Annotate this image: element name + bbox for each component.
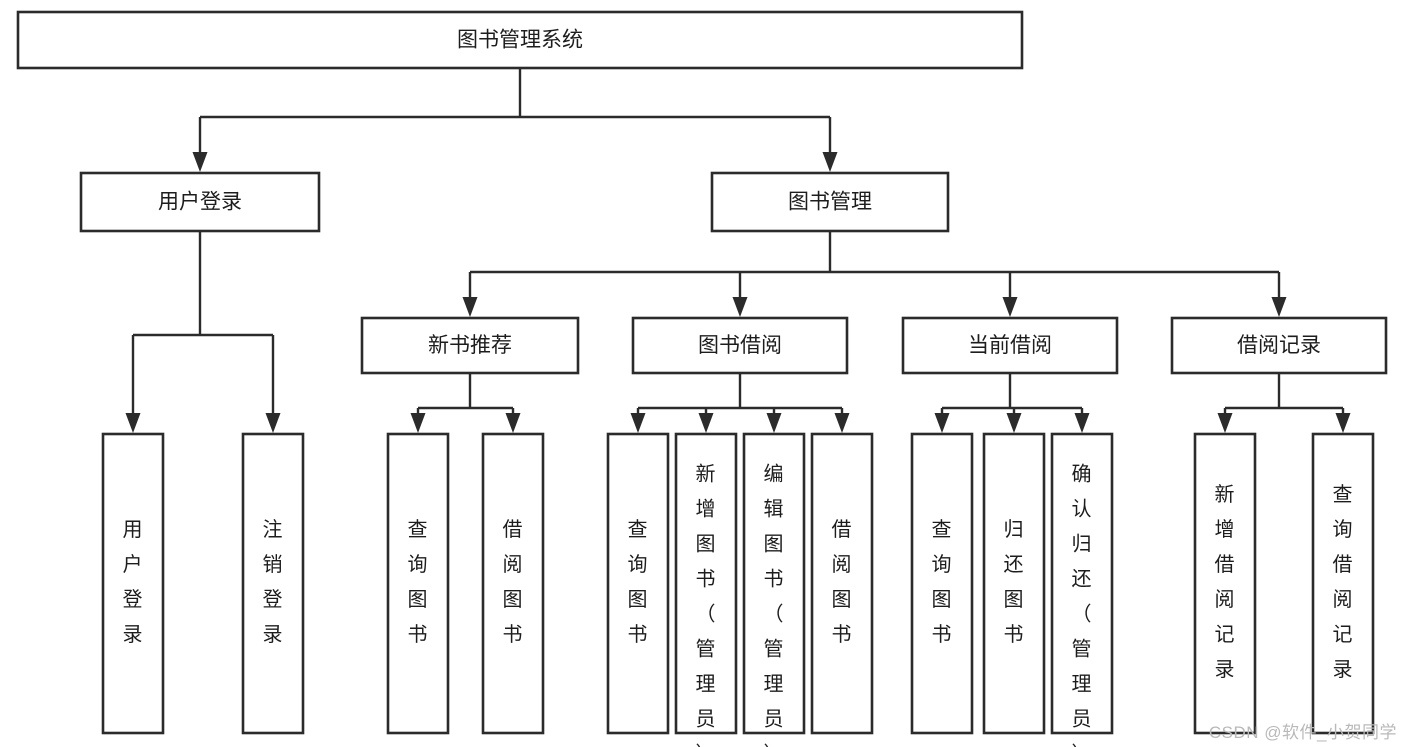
node-leaf-borrow-book-2[interactable]: 借阅图书 bbox=[810, 432, 874, 735]
node-label-leaf-query-record: 查询借阅记录 bbox=[1333, 483, 1354, 681]
node-box-leaf-add-book[interactable] bbox=[674, 432, 738, 735]
connectors-layer bbox=[125, 68, 1351, 433]
node-leaf-query-book-3[interactable]: 查询图书 bbox=[910, 432, 974, 735]
connector-edge-newbook-group bbox=[410, 373, 521, 433]
node-box-leaf-borrow-book-1[interactable] bbox=[481, 432, 545, 735]
node-leaf-confirm-return[interactable]: 确认归还（管理员） bbox=[1050, 432, 1114, 747]
node-box-leaf-return-book[interactable] bbox=[982, 432, 1046, 735]
node-label-leaf-borrow-book-2: 借阅图书 bbox=[832, 518, 853, 646]
node-label-leaf-add-book: 新增图书（管理员） bbox=[696, 463, 717, 747]
node-label-leaf-borrow-book-1: 借阅图书 bbox=[503, 518, 524, 646]
node-box-book-borrow[interactable] bbox=[631, 316, 849, 375]
node-leaf-add-record[interactable]: 新增借阅记录 bbox=[1193, 432, 1257, 735]
node-box-leaf-confirm-return[interactable] bbox=[1050, 432, 1114, 735]
node-leaf-return-book[interactable]: 归还图书 bbox=[982, 432, 1046, 735]
node-box-borrow-record[interactable] bbox=[1170, 316, 1388, 375]
node-label-book-manage: 图书管理 bbox=[788, 191, 872, 214]
node-label-leaf-add-record: 新增借阅记录 bbox=[1215, 483, 1236, 681]
node-label-leaf-query-book-1: 查询图书 bbox=[408, 518, 429, 646]
connector-edge-record-group bbox=[1217, 373, 1351, 433]
node-leaf-edit-book[interactable]: 编辑图书（管理员） bbox=[742, 432, 806, 747]
node-new-book-rec[interactable]: 新书推荐 bbox=[360, 316, 580, 375]
node-leaf-query-book-2[interactable]: 查询图书 bbox=[606, 432, 670, 735]
node-label-user-login: 用户登录 bbox=[158, 191, 242, 214]
node-borrow-record[interactable]: 借阅记录 bbox=[1170, 316, 1388, 375]
node-book-manage[interactable]: 图书管理 bbox=[710, 171, 950, 233]
connector-edge-root-group bbox=[192, 68, 838, 172]
node-box-root[interactable] bbox=[16, 10, 1024, 70]
node-current-borrow[interactable]: 当前借阅 bbox=[901, 316, 1119, 375]
node-box-leaf-add-record[interactable] bbox=[1193, 432, 1257, 735]
node-box-current-borrow[interactable] bbox=[901, 316, 1119, 375]
node-box-new-book-rec[interactable] bbox=[360, 316, 580, 375]
node-label-leaf-logout: 注销登录 bbox=[263, 518, 284, 646]
node-label-root: 图书管理系统 bbox=[457, 29, 583, 52]
node-label-leaf-query-book-2: 查询图书 bbox=[628, 518, 649, 646]
node-box-leaf-query-book-1[interactable] bbox=[386, 432, 450, 735]
node-box-leaf-logout[interactable] bbox=[241, 432, 305, 735]
connector-edge-borrow-group bbox=[630, 373, 850, 433]
connector-edge-login-group bbox=[125, 231, 281, 433]
node-leaf-logout[interactable]: 注销登录 bbox=[241, 432, 305, 735]
node-user-login[interactable]: 用户登录 bbox=[79, 171, 321, 233]
node-label-leaf-query-book-3: 查询图书 bbox=[932, 518, 953, 646]
nodes-layer: 图书管理系统用户登录图书管理新书推荐图书借阅当前借阅借阅记录用户登录注销登录查询… bbox=[16, 10, 1388, 747]
node-box-leaf-query-book-2[interactable] bbox=[606, 432, 670, 735]
node-box-leaf-query-book-3[interactable] bbox=[910, 432, 974, 735]
node-label-leaf-confirm-return: 确认归还（管理员） bbox=[1072, 463, 1093, 747]
node-leaf-borrow-book-1[interactable]: 借阅图书 bbox=[481, 432, 545, 735]
node-box-leaf-edit-book[interactable] bbox=[742, 432, 806, 735]
node-box-leaf-query-record[interactable] bbox=[1311, 432, 1375, 735]
node-leaf-user-login[interactable]: 用户登录 bbox=[101, 432, 165, 735]
connector-edge-current-group bbox=[934, 373, 1090, 433]
node-label-leaf-edit-book: 编辑图书（管理员） bbox=[764, 463, 785, 747]
node-box-leaf-borrow-book-2[interactable] bbox=[810, 432, 874, 735]
node-root[interactable]: 图书管理系统 bbox=[16, 10, 1024, 70]
node-box-book-manage[interactable] bbox=[710, 171, 950, 233]
node-label-leaf-user-login: 用户登录 bbox=[123, 519, 144, 646]
node-leaf-query-book-1[interactable]: 查询图书 bbox=[386, 432, 450, 735]
node-book-borrow[interactable]: 图书借阅 bbox=[631, 316, 849, 375]
node-leaf-query-record[interactable]: 查询借阅记录 bbox=[1311, 432, 1375, 735]
node-label-leaf-return-book: 归还图书 bbox=[1004, 518, 1025, 646]
connector-edge-manage-group bbox=[462, 231, 1287, 317]
node-leaf-add-book[interactable]: 新增图书（管理员） bbox=[674, 432, 738, 747]
node-label-book-borrow: 图书借阅 bbox=[698, 334, 782, 357]
node-label-borrow-record: 借阅记录 bbox=[1237, 334, 1321, 357]
node-box-user-login[interactable] bbox=[79, 171, 321, 233]
node-label-new-book-rec: 新书推荐 bbox=[428, 334, 512, 357]
node-label-current-borrow: 当前借阅 bbox=[968, 334, 1052, 357]
node-box-leaf-user-login[interactable] bbox=[101, 432, 165, 735]
